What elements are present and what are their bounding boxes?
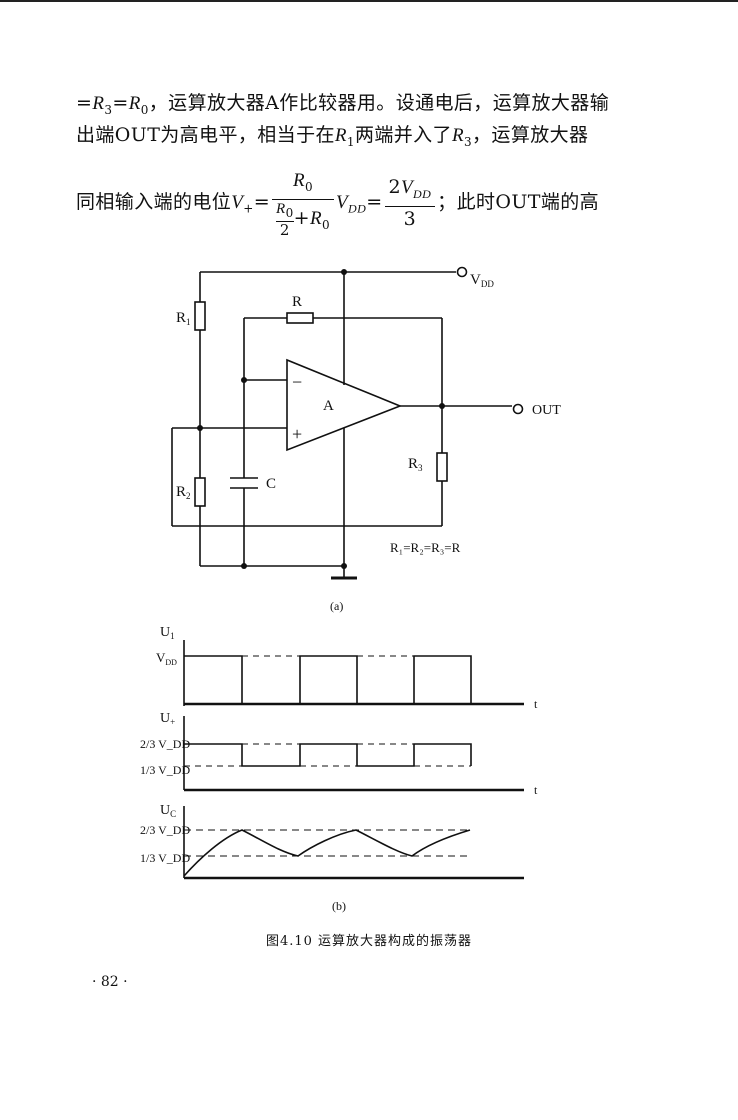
figure-caption: 图4.10 运算放大器构成的振荡器 <box>265 934 473 949</box>
two-thirds-vdd-label-2: 2/3 V_DD <box>140 823 190 837</box>
a-label: A <box>323 398 334 414</box>
r2-label: R2 <box>176 484 191 501</box>
resistor-r <box>286 312 314 324</box>
top-rule <box>0 0 738 2</box>
plus-sign: + <box>292 424 302 444</box>
page-number: · 82 · <box>92 974 128 990</box>
r1-label: R1 <box>176 310 191 327</box>
vdd-terminal <box>456 266 468 278</box>
sub-caption-b: (b) <box>332 899 346 913</box>
out-terminal <box>512 403 524 415</box>
r3-label: R3 <box>408 456 423 473</box>
out-label: OUT <box>532 403 561 418</box>
circuit-diagram: VDD R R1 R2 R3 C A − + OUT R₁=R₂=R₃=R (a… <box>171 266 561 613</box>
t-axis-label-1: t <box>534 697 538 711</box>
vdd-level-label: VDD <box>156 650 177 667</box>
u1-label: U1 <box>160 625 175 641</box>
text-segment: ，运算放大器A作比较器用。设通电后，运算放大器输 <box>148 92 610 114</box>
c-label: C <box>266 476 276 492</box>
sub-caption-a: (a) <box>330 599 343 613</box>
one-third-vdd-label-1: 1/3 V_DD <box>140 763 190 777</box>
text-segment: ；此时OUT端的高 <box>437 190 600 213</box>
resistor-r2 <box>194 477 206 507</box>
body-line-2: 出端OUT为高电平，相当于在R1两端并入了R3，运算放大器 <box>76 124 589 149</box>
r-label: R <box>292 294 302 310</box>
two-thirds-vdd-label-1: 2/3 V_DD <box>140 737 190 751</box>
text-segment: ，运算放大器 <box>472 124 589 146</box>
uplus-waveform <box>184 743 472 767</box>
text-segment: 出端OUT为高电平，相当于在 <box>76 124 335 146</box>
uc-waveform <box>183 829 471 877</box>
text-segment: = <box>76 92 93 114</box>
body-line-1: =R3=R0，运算放大器A作比较器用。设通电后，运算放大器输 <box>76 92 610 117</box>
text-segment: 同相输入端的电位 <box>76 190 232 213</box>
vdd-label: VDD <box>470 272 494 289</box>
uc-label: UC <box>160 803 176 819</box>
uplus-label: U+ <box>160 711 175 727</box>
minus-sign: − <box>292 372 302 392</box>
resistor-r1 <box>194 301 206 331</box>
t-axis-label-2: t <box>534 783 538 797</box>
text-segment: 两端并入了 <box>354 124 452 146</box>
resistor-relation: R₁=R₂=R₃=R <box>390 540 461 555</box>
op-amp-a <box>286 358 403 452</box>
u1-waveform <box>184 655 472 705</box>
one-third-vdd-label-2: 1/3 V_DD <box>140 851 190 865</box>
resistor-r3 <box>436 452 448 482</box>
waveform-diagram: U1 VDD t U+ 2/3 V_DD 1/3 V_DD t UC 2/3 V… <box>140 625 538 913</box>
